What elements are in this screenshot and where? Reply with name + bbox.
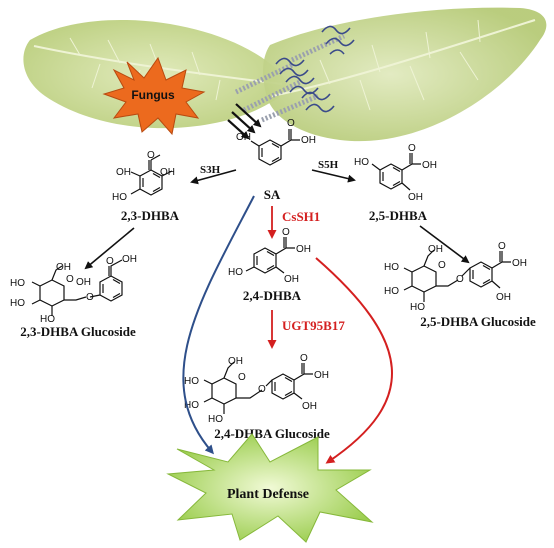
plant-defense-label: Plant Defense bbox=[227, 487, 309, 502]
glc24-oh-ch2: OH bbox=[228, 356, 243, 367]
dhba24-oh-carboxyl: OH bbox=[296, 244, 311, 255]
dhba24-o: O bbox=[282, 227, 290, 238]
glc25-ring-o: O bbox=[438, 260, 446, 271]
dhba24-label: 2,4-DHBA bbox=[243, 288, 302, 303]
glc23-ho-1: HO bbox=[10, 278, 25, 289]
fungal-hyphae bbox=[234, 25, 355, 123]
dhba23-structure: O OH OH HO bbox=[112, 150, 175, 203]
glc24-carbonyl-o: O bbox=[300, 353, 308, 364]
glc23-ring-o: O bbox=[66, 274, 74, 285]
glc25-label: 2,5-DHBA Glucoside bbox=[420, 314, 536, 329]
ugt95b17-label: UGT95B17 bbox=[282, 318, 345, 333]
glc23-ho-2: HO bbox=[10, 298, 25, 309]
glc25-ho-1: HO bbox=[384, 262, 399, 273]
glc25-ho-3: HO bbox=[410, 302, 425, 313]
plant-defense-burst: Plant Defense bbox=[166, 433, 374, 543]
dhba23-oh-carboxyl: OH bbox=[160, 167, 175, 178]
dhba24-to-defense-arrow bbox=[315, 257, 393, 464]
dhba25-label: 2,5-DHBA bbox=[369, 208, 428, 223]
s5h-arrow bbox=[311, 169, 356, 183]
fungus-to-sa-arrows bbox=[227, 103, 262, 140]
glc23-link-o: O bbox=[86, 292, 94, 303]
glc24-structure: OH HO HO HO O O O OH OH bbox=[184, 353, 329, 425]
glc23-oh-ch2: OH bbox=[56, 262, 71, 273]
dhba25-oh-carboxyl: OH bbox=[422, 160, 437, 171]
glc23-ho-3: HO bbox=[40, 314, 55, 325]
glc24-oh-carboxyl: OH bbox=[314, 370, 329, 381]
sa-oh-carboxyl: OH bbox=[301, 135, 316, 146]
sa-o: O bbox=[287, 118, 295, 129]
s3h-label: S3H bbox=[200, 164, 221, 176]
dhba25-ho: HO bbox=[354, 157, 369, 168]
glc24-ho-3: HO bbox=[208, 414, 223, 425]
glc24-oh: OH bbox=[302, 401, 317, 412]
dhba24-oh: OH bbox=[284, 274, 299, 285]
cssh1-label: CsSH1 bbox=[282, 209, 320, 224]
dhba23-to-glucoside-arrow bbox=[84, 227, 135, 270]
dhba23-o: O bbox=[147, 150, 155, 161]
dhba25-to-glucoside-arrow bbox=[419, 225, 470, 264]
glc24-link-o: O bbox=[258, 384, 266, 395]
glc23-carbonyl-o: O bbox=[106, 256, 114, 267]
glc24-ho-1: HO bbox=[184, 376, 199, 387]
sa-to-defense-arrow bbox=[182, 195, 255, 455]
sa-oh: OH bbox=[236, 132, 251, 143]
glc23-structure: OH HO HO HO O O O OH OH bbox=[10, 254, 137, 325]
hypha-2 bbox=[290, 25, 355, 63]
glc25-carbonyl-o: O bbox=[498, 241, 506, 252]
glc25-ho-2: HO bbox=[384, 286, 399, 297]
fungus-label: Fungus bbox=[131, 88, 175, 102]
glc25-oh-ch2: OH bbox=[428, 244, 443, 255]
hypha-1 bbox=[234, 57, 309, 95]
s5h-label: S5H bbox=[318, 159, 339, 171]
glc25-oh: OH bbox=[496, 292, 511, 303]
hypha-3 bbox=[242, 75, 319, 113]
s3h-arrow bbox=[190, 169, 237, 185]
sa-structure: O OH OH bbox=[236, 118, 316, 166]
sa-label: SA bbox=[264, 187, 281, 202]
fungus-burst: Fungus bbox=[102, 56, 206, 136]
dhba23-label: 2,3-DHBA bbox=[121, 208, 180, 223]
dhba23-oh: OH bbox=[116, 167, 131, 178]
leaf-right bbox=[263, 7, 547, 142]
glc24-ring-o: O bbox=[238, 372, 246, 383]
dhba24-ho: HO bbox=[228, 267, 243, 278]
glc24-label: 2,4-DHBA Glucoside bbox=[214, 426, 330, 441]
glc23-oh-ring: OH bbox=[76, 277, 91, 288]
hypha-4 bbox=[261, 91, 335, 123]
dhba25-o: O bbox=[408, 143, 416, 154]
glc24-ho-2: HO bbox=[184, 400, 199, 411]
glc25-oh-carboxyl: OH bbox=[512, 258, 527, 269]
glc23-label: 2,3-DHBA Glucoside bbox=[20, 324, 136, 339]
glc23-oh-carboxyl: OH bbox=[122, 254, 137, 265]
dhba23-ho: HO bbox=[112, 192, 127, 203]
dhba25-structure: O OH OH HO bbox=[354, 143, 437, 203]
glc25-structure: OH HO HO HO O O O OH OH bbox=[384, 241, 527, 313]
glc25-link-o: O bbox=[456, 274, 464, 285]
dhba24-structure: O OH OH HO bbox=[228, 227, 311, 285]
dhba25-oh: OH bbox=[408, 192, 423, 203]
